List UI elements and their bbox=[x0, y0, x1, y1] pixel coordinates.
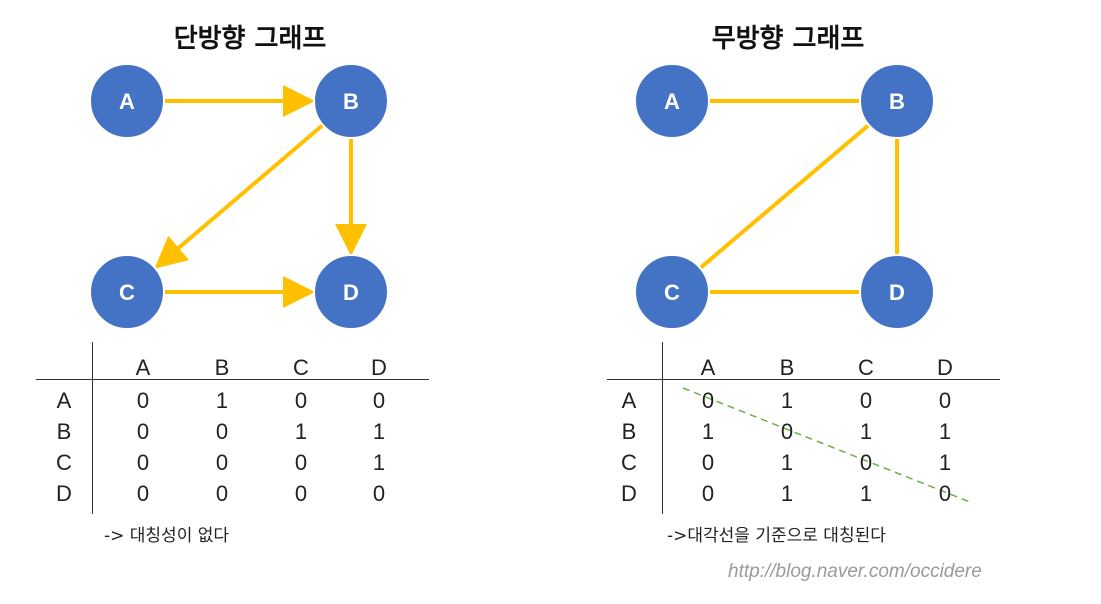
undirected-edges bbox=[698, 99, 899, 294]
matrix-cell: 0 bbox=[938, 388, 952, 413]
matrix-row-header-c: C bbox=[56, 450, 72, 475]
node-circle bbox=[634, 63, 710, 139]
matrix-horizontal-divider bbox=[607, 379, 1000, 380]
node-label: C bbox=[664, 280, 680, 305]
node-d: D bbox=[859, 254, 935, 330]
matrix-row-header-d: D bbox=[56, 481, 72, 506]
undirected-note: ->대각선을 기준으로 대칭된다 bbox=[667, 526, 886, 546]
node-circle bbox=[634, 254, 710, 330]
directed-note: -> 대칭성이 없다 bbox=[104, 526, 230, 546]
matrix-horizontal-divider bbox=[36, 379, 429, 380]
directed-graph-title: 단방향 그래프 bbox=[173, 24, 327, 54]
matrix-row-header-b: B bbox=[621, 419, 637, 444]
matrix-cell: 0 bbox=[215, 481, 229, 506]
matrix-cell: 1 bbox=[780, 388, 794, 413]
matrix-col-header-b: B bbox=[214, 355, 230, 380]
diagonal-symmetry-line bbox=[682, 387, 971, 503]
matrix-cell: 1 bbox=[215, 388, 229, 413]
matrix-row-header-c: C bbox=[621, 450, 637, 475]
matrix-cell: 1 bbox=[780, 481, 794, 506]
matrix-cell: 0 bbox=[859, 388, 873, 413]
node-label: C bbox=[119, 280, 135, 305]
matrix-cell: 0 bbox=[136, 419, 150, 444]
matrix-vertical-divider bbox=[662, 342, 663, 514]
node-label: B bbox=[343, 89, 359, 114]
directed-nodes: A B C D bbox=[89, 63, 389, 330]
matrix-cell: 0 bbox=[372, 388, 386, 413]
matrix-cell: 0 bbox=[372, 481, 386, 506]
node-label: B bbox=[889, 89, 905, 114]
directed-edges bbox=[154, 85, 367, 308]
matrix-cell: 0 bbox=[136, 388, 150, 413]
node-circle bbox=[313, 254, 389, 330]
watermark-url: http://blog.naver.com/occidere bbox=[728, 561, 982, 582]
node-label: D bbox=[343, 280, 359, 305]
matrix-cell: 1 bbox=[780, 450, 794, 475]
matrix-cell: 0 bbox=[938, 481, 952, 506]
undirected-graph-title: 무방향 그래프 bbox=[711, 24, 865, 54]
matrix-cell: 1 bbox=[701, 419, 715, 444]
matrix-vertical-divider bbox=[92, 342, 93, 514]
node-circle bbox=[89, 63, 165, 139]
matrix-row-header-b: B bbox=[56, 419, 72, 444]
node-circle bbox=[859, 254, 935, 330]
matrix-cell: 0 bbox=[859, 450, 873, 475]
node-label: A bbox=[664, 89, 680, 114]
matrix-col-header-b: B bbox=[779, 355, 795, 380]
matrix-row-header-a: A bbox=[56, 388, 72, 413]
node-a: A bbox=[89, 63, 165, 139]
matrix-cell: 1 bbox=[938, 419, 952, 444]
matrix-cell: 1 bbox=[294, 419, 308, 444]
node-circle bbox=[859, 63, 935, 139]
matrix-cell: 0 bbox=[294, 450, 308, 475]
node-label: D bbox=[889, 280, 905, 305]
node-c: C bbox=[89, 254, 165, 330]
matrix-cell: 0 bbox=[701, 481, 715, 506]
matrix-cell: 0 bbox=[701, 388, 715, 413]
matrix-col-header-c: C bbox=[858, 355, 874, 380]
node-b: B bbox=[859, 63, 935, 139]
matrix-cell: 1 bbox=[938, 450, 952, 475]
matrix-cell: 0 bbox=[701, 450, 715, 475]
matrix-cell: 0 bbox=[780, 419, 794, 444]
undirected-nodes: A B C D bbox=[634, 63, 935, 330]
node-d: D bbox=[313, 254, 389, 330]
matrix-col-header-a: A bbox=[700, 355, 716, 380]
matrix-cell: 1 bbox=[859, 481, 873, 506]
node-circle bbox=[313, 63, 389, 139]
matrix-cell: 1 bbox=[372, 419, 386, 444]
matrix-col-header-d: D bbox=[937, 355, 953, 380]
matrix-col-header-c: C bbox=[293, 355, 309, 380]
edge-b-c bbox=[154, 123, 325, 269]
matrix-col-header-a: A bbox=[135, 355, 151, 380]
node-c: C bbox=[634, 254, 710, 330]
matrix-cell: 1 bbox=[859, 419, 873, 444]
matrix-cell: 0 bbox=[215, 419, 229, 444]
matrix-cell: 1 bbox=[372, 450, 386, 475]
edge-b-c bbox=[698, 123, 871, 270]
node-circle bbox=[89, 254, 165, 330]
node-a: A bbox=[634, 63, 710, 139]
matrix-cell: 0 bbox=[294, 481, 308, 506]
node-label: A bbox=[119, 89, 135, 114]
matrix-row-header-a: A bbox=[621, 388, 637, 413]
matrix-row-header-d: D bbox=[621, 481, 637, 506]
matrix-cell: 0 bbox=[136, 450, 150, 475]
matrix-cell: 0 bbox=[215, 450, 229, 475]
matrix-cell: 0 bbox=[294, 388, 308, 413]
matrix-cell: 0 bbox=[136, 481, 150, 506]
node-b: B bbox=[313, 63, 389, 139]
matrix-col-header-d: D bbox=[371, 355, 387, 380]
